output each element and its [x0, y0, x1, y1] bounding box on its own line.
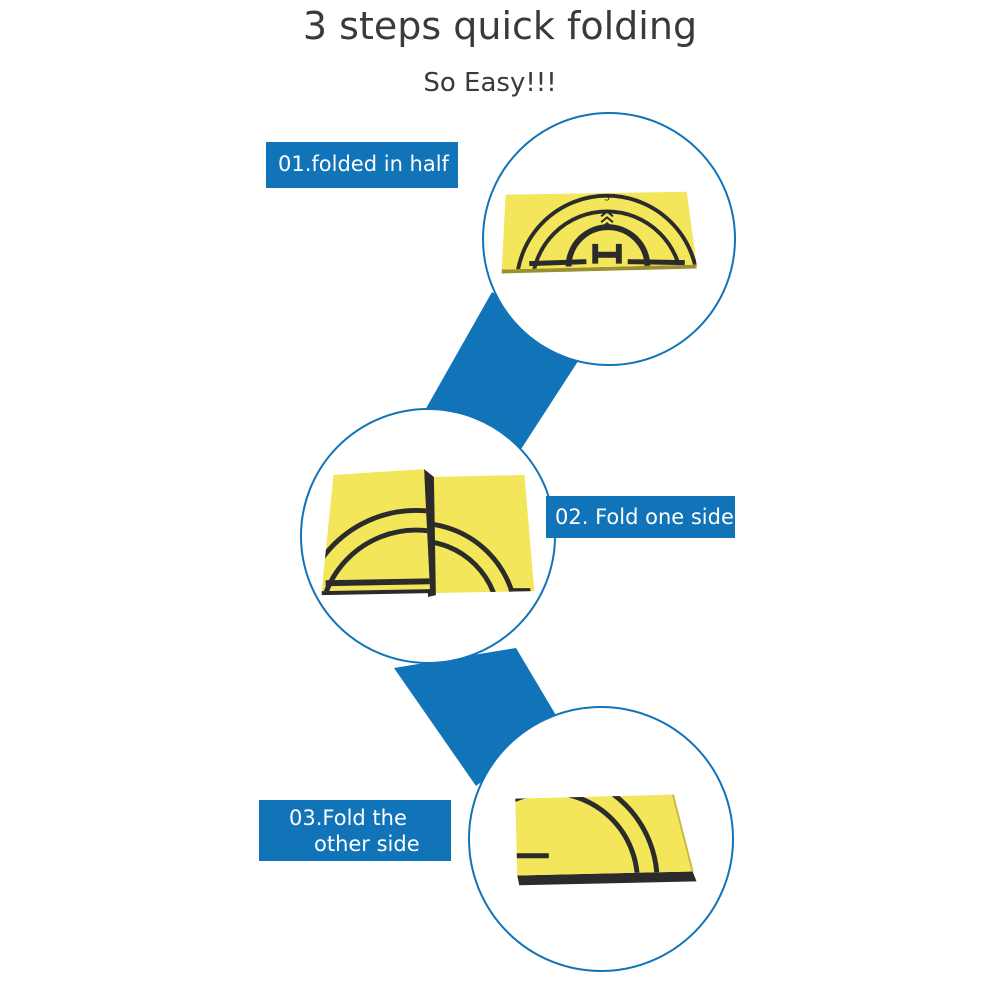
step-2-label: 02. Fold one side	[546, 496, 735, 538]
mat-marking-text: S	[604, 194, 610, 204]
page-subtitle: So Easy!!!	[423, 68, 557, 98]
step-3-label-line-1: 03.Fold the	[289, 806, 407, 830]
step-3-label-line-2: other side	[314, 832, 420, 856]
mat-folded-half-illustration: S	[501, 191, 697, 274]
step-3-photo-circle	[468, 706, 734, 972]
step-1-label: 01.folded in half	[266, 142, 458, 188]
step-2-photo-circle	[300, 408, 556, 664]
step-3-label: 03.Fold the other side	[259, 800, 451, 861]
step-1-photo-circle: S	[482, 112, 736, 366]
mat-fully-folded-illustration	[515, 794, 697, 886]
mat-fold-one-side-illustration	[321, 469, 535, 598]
page-title: 3 steps quick folding	[302, 4, 698, 48]
